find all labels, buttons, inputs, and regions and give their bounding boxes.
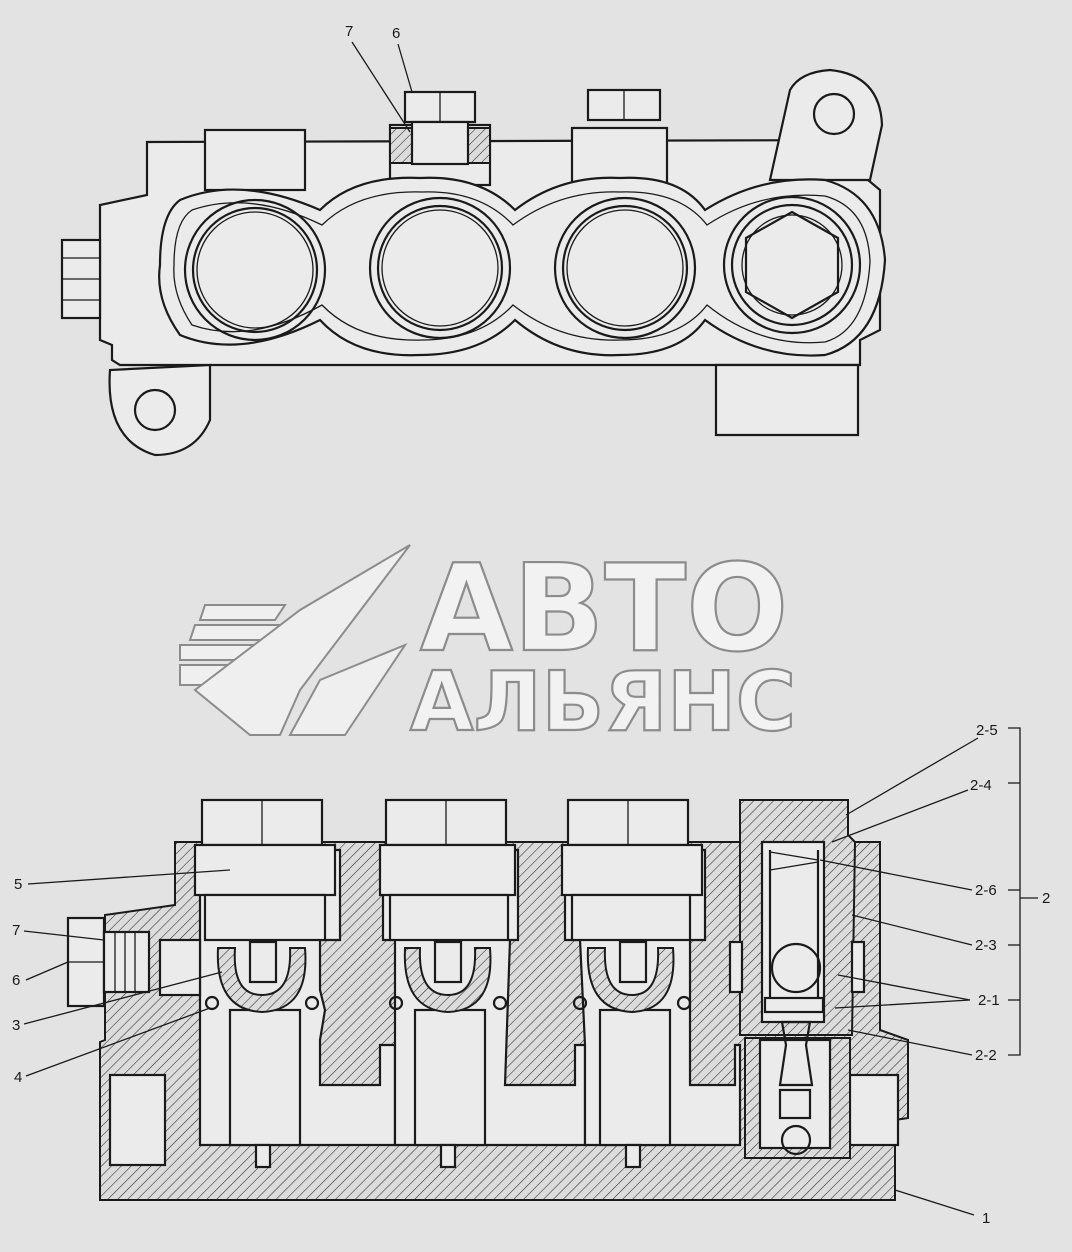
callout-2-5: 2-5 <box>976 722 998 739</box>
section-callouts-left: 5 7 6 3 4 <box>12 869 231 1086</box>
callout-7-top: 7 <box>345 23 353 40</box>
callout-2-1: 2-1 <box>978 992 1000 1009</box>
callout-2-6: 2-6 <box>975 882 997 899</box>
section-callouts-right: 2-5 2-4 2-6 2-3 2-1 2-2 2 1 <box>819 722 1050 1227</box>
callout-2-3: 2-3 <box>975 937 997 954</box>
watermark-line2: АЛЬЯНС <box>410 655 796 750</box>
callout-2-4: 2-4 <box>970 777 992 794</box>
top-view <box>60 68 887 457</box>
section-view <box>66 798 909 1201</box>
callout-7-section: 7 <box>12 922 20 939</box>
callout-5: 5 <box>14 876 22 893</box>
callout-3: 3 <box>12 1017 20 1034</box>
watermark-emblem <box>179 544 411 736</box>
callout-6-top: 6 <box>392 25 400 42</box>
top-callouts: 7 6 <box>345 23 413 133</box>
callout-2-group: 2 <box>1042 890 1050 907</box>
callout-6-section: 6 <box>12 972 20 989</box>
callout-4: 4 <box>14 1069 22 1086</box>
watermark-logo: АВТО АЛЬЯНС <box>179 539 797 751</box>
watermark-line1: АВТО <box>420 540 788 679</box>
callout-2-2: 2-2 <box>975 1047 997 1064</box>
callout-1: 1 <box>982 1210 990 1227</box>
